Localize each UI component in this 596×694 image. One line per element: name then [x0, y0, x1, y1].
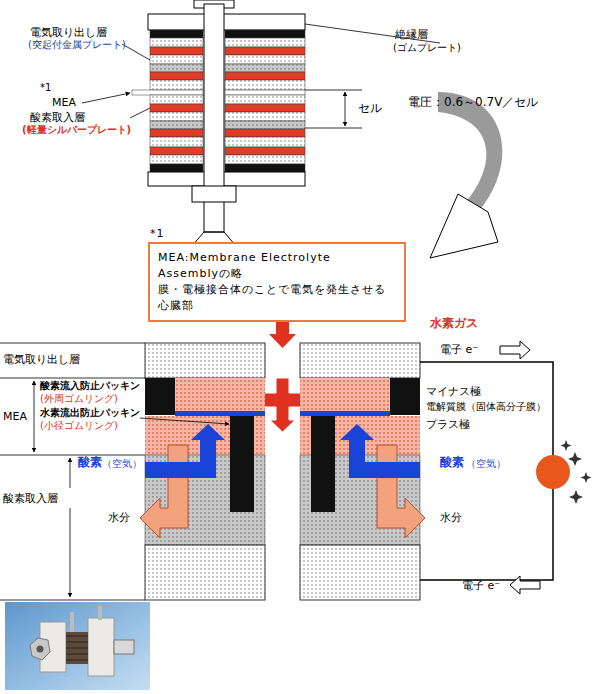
part-label: 電子 e⁻ [440, 343, 478, 356]
part-label: 水素流出防止パッキン [40, 407, 140, 419]
part-label: 絶縁層 [395, 28, 428, 41]
part-label: 水分 [108, 511, 130, 524]
part-label: (ゴムプレート) [393, 42, 461, 54]
part-label: *1 [40, 82, 51, 94]
part-label: 水分 [440, 511, 462, 524]
part-label: MEA [52, 96, 76, 109]
part-label: 水素ガス [430, 316, 478, 330]
part-label: マイナス極 [426, 385, 481, 398]
part-label: 酸素取入層 [30, 111, 85, 124]
part-label: 酸素取入層 [3, 492, 58, 505]
part-label: 電圧：0.6～0.7V／セル [408, 95, 538, 109]
note-text: 膜・電極接合体のことで電気を発生させる心臓部 [158, 282, 396, 314]
part-label: 電気取り出し層 [3, 353, 80, 366]
part-label: (外周ゴムリング) [40, 393, 118, 405]
part-label: (突起付金属プレート) [28, 39, 126, 51]
note-box: *1MEA:Membrane Electrolyte Assemblyの略膜・電… [148, 242, 406, 322]
part-label: 電子 e⁻ [462, 579, 500, 592]
part-label: 電気取り出し層 [30, 26, 107, 39]
part-label: （空気） [466, 458, 506, 470]
part-label: セル [358, 101, 382, 115]
part-label: 電解質膜（固体高分子膜） [426, 401, 546, 413]
part-label: 酸素 [440, 455, 464, 469]
part-label: 酸素 [78, 455, 102, 469]
part-label: MEA [3, 410, 27, 423]
part-label: (小径ゴムリング) [40, 420, 118, 432]
callout-number: *1 [150, 226, 165, 242]
part-label: 酸素流入防止パッキン [40, 380, 140, 392]
part-label: (軽量シルバープレート) [22, 124, 131, 136]
part-label: プラス極 [426, 418, 470, 431]
part-label: （空気） [102, 458, 142, 470]
note-text: MEA:Membrane Electrolyte Assemblyの略 [158, 250, 396, 282]
